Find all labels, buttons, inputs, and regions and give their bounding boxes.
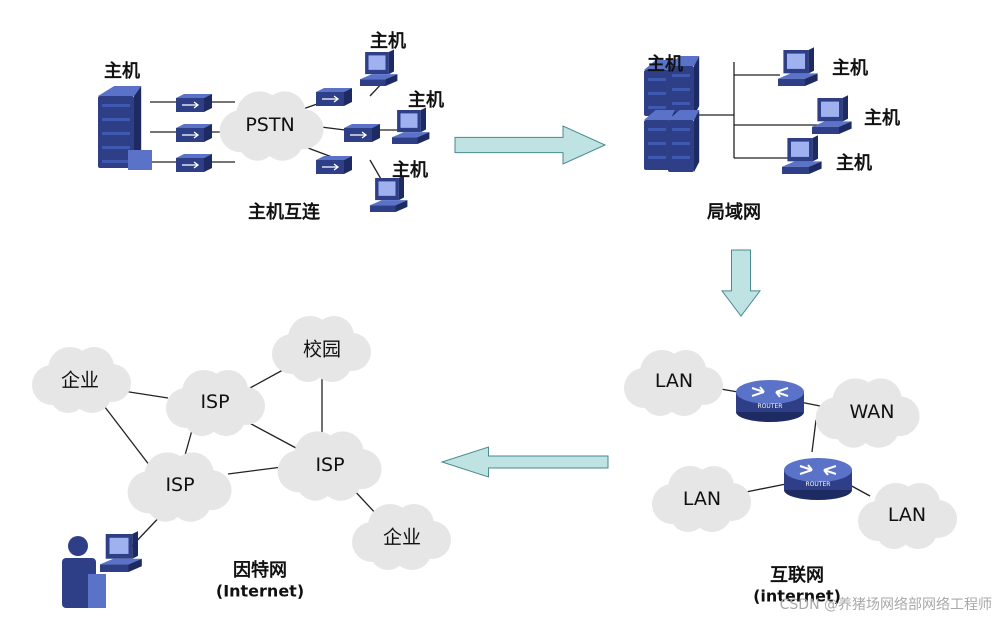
modem-icon — [344, 124, 380, 142]
desktop-computer-icon — [778, 47, 818, 86]
modem-icon — [316, 88, 352, 106]
modem-icon — [176, 124, 212, 142]
cloud-label-lan-1: LAN — [654, 370, 694, 392]
lan-host-label-2: 主机 — [864, 108, 900, 129]
cloud-label-enterprise-1: 企业 — [60, 369, 100, 392]
desktop-computer-icon — [812, 95, 852, 134]
desktop-computer-icon — [370, 175, 408, 212]
arrows-layer — [440, 125, 762, 478]
lan-server-icon — [668, 110, 700, 172]
cloud-label-campus: 校园 — [302, 338, 342, 361]
cloud-label-enterprise-2: 企业 — [382, 526, 422, 549]
panel-caption-internetwork: 互联网 — [770, 565, 824, 586]
cloud-label-isp-1: ISP — [200, 391, 230, 413]
router-icon: ROUTER — [784, 458, 852, 500]
watermark: CSDN @养猪场网络部网络工程师 — [779, 597, 992, 613]
panel-caption-internet-sub: (Internet) — [215, 581, 305, 601]
cloud-label-isp-2: ISP — [315, 454, 345, 476]
desktop-computer-icon — [360, 49, 398, 86]
router-text: ROUTER — [758, 403, 783, 410]
panel-caption-lan: 局域网 — [707, 202, 761, 223]
cloud-label-lan-3: LAN — [887, 504, 927, 526]
cloud-label-isp-3: ISP — [165, 474, 195, 496]
panel-caption-host-interconnect: 主机互连 — [248, 202, 320, 223]
printer-icon — [128, 150, 152, 170]
host-server-icon — [98, 86, 142, 168]
connector-line — [745, 483, 787, 493]
lan-server-label: 主机 — [647, 54, 683, 75]
remote-host-label-3: 主机 — [392, 160, 428, 181]
desktop-computer-icon — [392, 107, 430, 144]
arrow-down-icon — [720, 249, 762, 317]
router-icon: ROUTER — [736, 380, 804, 422]
remote-host-label-2: 主机 — [408, 90, 444, 111]
lan-host-label-1: 主机 — [832, 58, 868, 79]
desktop-computer-icon — [782, 135, 822, 174]
lan-host-label-3: 主机 — [836, 153, 872, 174]
arrow-right-icon — [454, 125, 607, 165]
desktop-computer-icon — [100, 531, 142, 572]
pstn-label: PSTN — [245, 114, 295, 136]
modem-icon — [176, 94, 212, 112]
panel-caption-internetwork-sub: (internet) — [753, 586, 841, 606]
router-text: ROUTER — [806, 481, 831, 488]
modem-icon — [176, 154, 212, 172]
modem-icon — [316, 156, 352, 174]
connector-line — [97, 397, 151, 467]
cloud-label-lan-2: LAN — [682, 488, 722, 510]
lan-server-icon — [668, 56, 700, 116]
remote-host-label-1: 主机 — [370, 31, 406, 52]
user-workstation-icon — [62, 536, 106, 608]
host-label: 主机 — [104, 61, 140, 82]
cloud-label-wan: WAN — [849, 401, 895, 423]
devices-layer: ROUTER ROUTER — [62, 47, 852, 608]
arrow-left-icon — [440, 446, 609, 478]
panel-caption-internet: 因特网 — [233, 560, 287, 581]
connector-line — [811, 419, 817, 453]
